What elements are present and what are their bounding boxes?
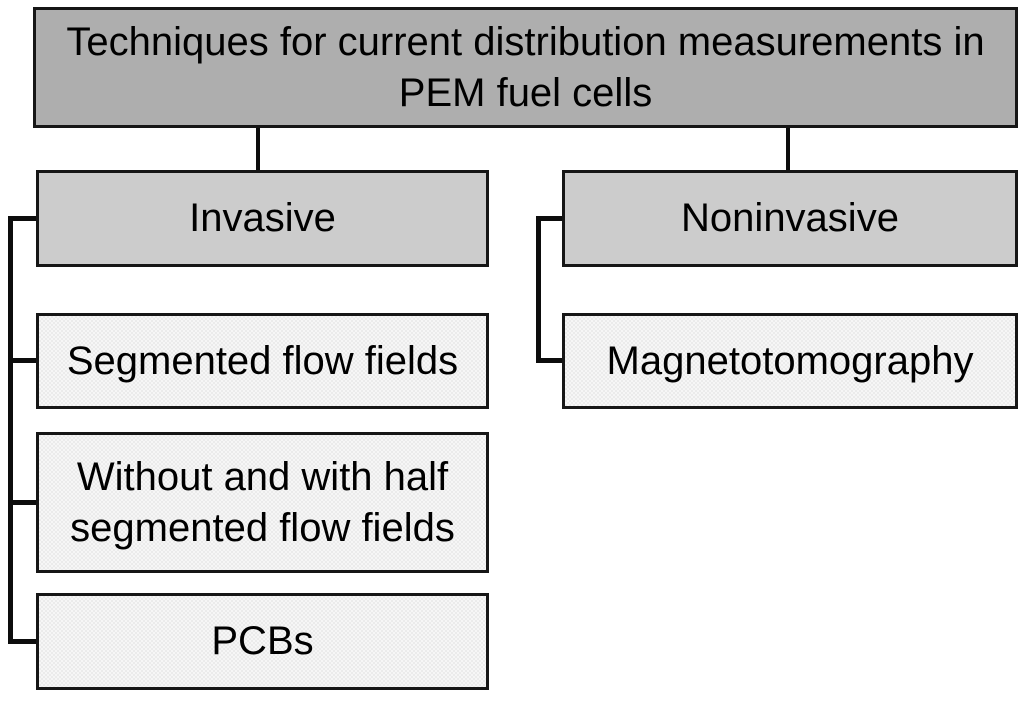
connector-root-to-noninvasive (786, 122, 790, 174)
leaf-node-without-and-with-half-segmented-flow-fields: Without and with half segmented flow fie… (36, 432, 489, 573)
branch-node-noninvasive: Noninvasive (562, 170, 1018, 267)
connector-stub-noninvasive (536, 216, 566, 221)
leaf-node-magnetotomography: Magnetotomography (562, 313, 1018, 409)
branch-node-invasive: Invasive (36, 170, 489, 267)
connector-stub-segmented (8, 358, 40, 363)
connector-stub-invasive (8, 216, 40, 221)
leaf-node-pcbs: PCBs (36, 593, 489, 690)
connector-root-to-invasive (256, 122, 260, 174)
leaf-node-segmented-flow-fields: Segmented flow fields (36, 313, 489, 409)
root-node-title: Techniques for current distribution meas… (33, 7, 1018, 128)
connector-noninvasive-bracket (536, 216, 541, 363)
connector-stub-without (8, 500, 40, 505)
connector-invasive-bracket (8, 216, 13, 644)
connector-stub-pcbs (8, 639, 40, 644)
connector-stub-magnetotomography (536, 358, 566, 363)
